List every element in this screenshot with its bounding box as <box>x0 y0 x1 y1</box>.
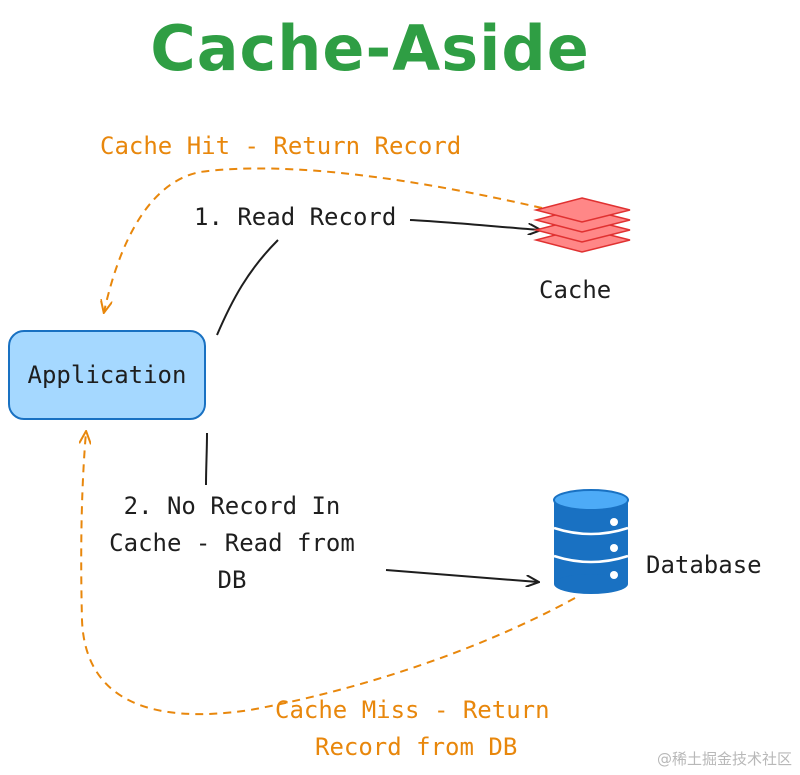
cache-miss-label-line1: Cache Miss - Return <box>275 696 550 724</box>
application-label: Application <box>27 361 187 389</box>
no-record-arrow <box>385 569 538 582</box>
read-record-arrow <box>409 219 540 230</box>
database-icon <box>553 489 629 594</box>
read-record-label: 1. Read Record <box>194 203 397 231</box>
no-record-label: 2. No Record In Cache - Read from DB <box>86 488 378 599</box>
cache-miss-return-arrow <box>81 432 576 716</box>
diagram-title: Cache-Aside <box>150 12 590 85</box>
no-record-connector <box>205 432 208 486</box>
database-label: Database <box>646 551 762 579</box>
read-record-connector <box>216 239 279 336</box>
no-record-label-line1: 2. No Record In <box>123 492 341 520</box>
cache-hit-return-arrow <box>104 167 543 312</box>
cache-label: Cache <box>539 276 612 304</box>
cache-miss-label-line2: Record from DB <box>315 733 518 761</box>
no-record-label-line2: Cache - Read from <box>109 529 355 557</box>
cache-hit-label: Cache Hit - Return Record <box>100 132 462 160</box>
watermark: @稀土掘金技术社区 <box>656 750 792 768</box>
cache-icon <box>533 197 631 253</box>
no-record-label-line3: DB <box>217 566 247 594</box>
application-node: Application <box>8 330 206 420</box>
